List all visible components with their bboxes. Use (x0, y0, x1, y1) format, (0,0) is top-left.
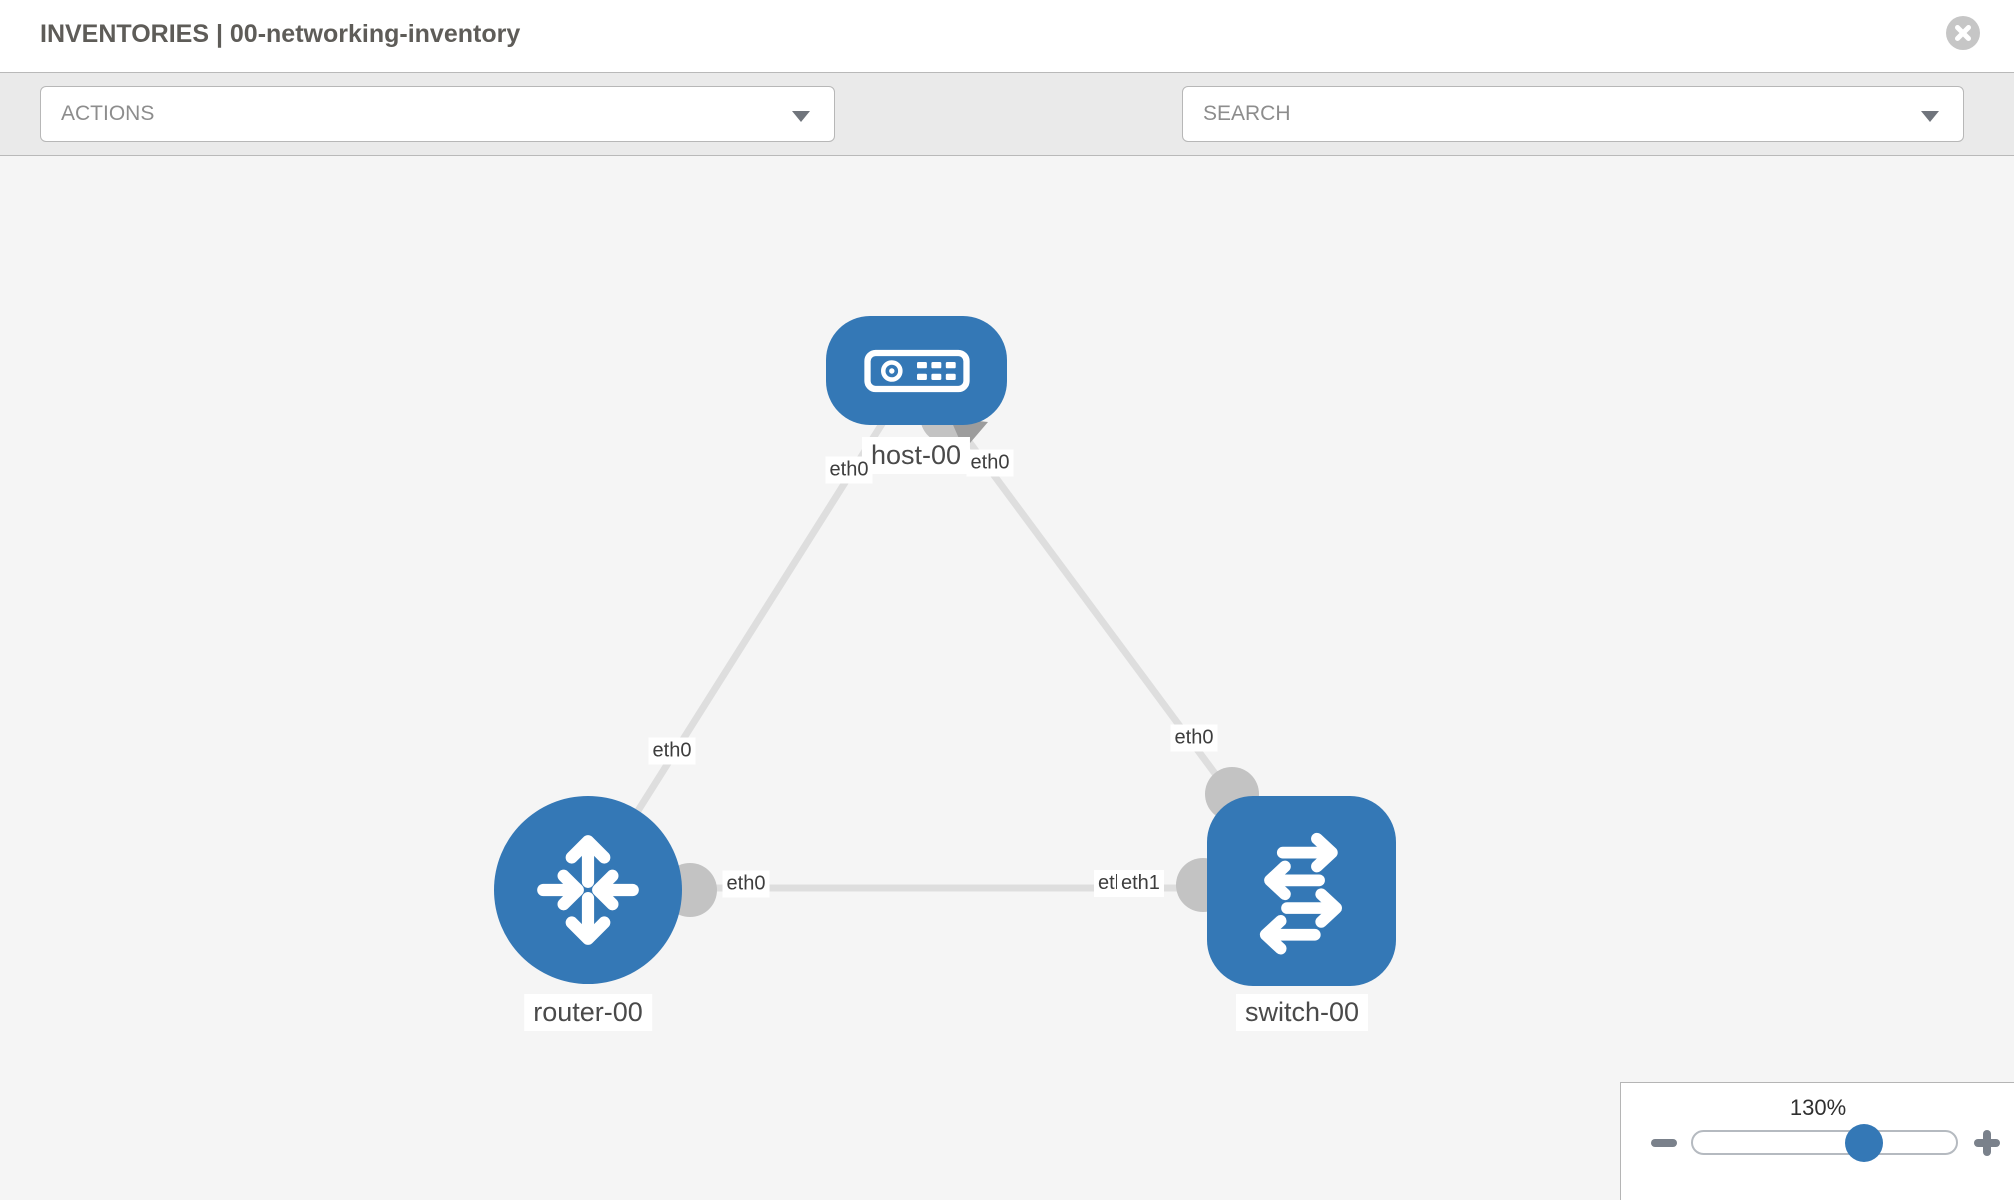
link-arrowhead (950, 418, 988, 450)
node-host-00[interactable] (826, 316, 1007, 425)
router-icon (537, 835, 639, 945)
interface-label-switch-router-front: eth1 (1117, 870, 1164, 897)
interface-label-router-switch: eth0 (722, 870, 770, 898)
zoom-in-button[interactable] (1974, 1130, 2000, 1156)
zoom-slider-thumb[interactable] (1845, 1124, 1883, 1162)
close-button[interactable] (1946, 16, 1980, 50)
interface-label-host-right: eth0 (966, 449, 1014, 477)
host-icon (863, 349, 970, 392)
page-title: INVENTORIES | 00-networking-inventory (40, 20, 521, 48)
zoom-level-value: 130% (1789, 1095, 1847, 1120)
search-dropdown[interactable]: SEARCH (1182, 86, 1964, 142)
node-router-00[interactable] (494, 796, 682, 984)
search-dropdown-label: SEARCH (1203, 102, 1291, 125)
topology-links-layer (585, 367, 1305, 917)
topology-canvas[interactable]: host-00 router-00 switch-00 eth0 eth0 et… (0, 156, 2014, 1200)
node-label-router: router-00 (524, 994, 652, 1031)
interface-label-switch-host: eth0 (1170, 724, 1218, 752)
toolbar: ACTIONS SEARCH (0, 73, 2014, 206)
switch-icon (1259, 832, 1342, 955)
zoom-control-panel: 130% (1620, 1082, 2014, 1200)
interface-label-router-host: eth0 (648, 737, 696, 765)
header: INVENTORIES | 00-networking-inventory (0, 0, 2014, 73)
actions-dropdown[interactable]: ACTIONS (40, 86, 835, 142)
caret-down-icon (1921, 111, 1939, 122)
caret-down-icon (792, 111, 810, 122)
zoom-out-button[interactable] (1651, 1139, 1677, 1147)
node-label-switch: switch-00 (1235, 994, 1369, 1031)
close-icon (1955, 25, 1971, 41)
node-label-host: host-00 (861, 437, 971, 474)
zoom-slider-track[interactable] (1691, 1130, 1958, 1155)
node-switch-00[interactable] (1207, 796, 1396, 986)
interface-label-host-left: eth0 (825, 456, 873, 484)
actions-dropdown-label: ACTIONS (61, 102, 155, 125)
